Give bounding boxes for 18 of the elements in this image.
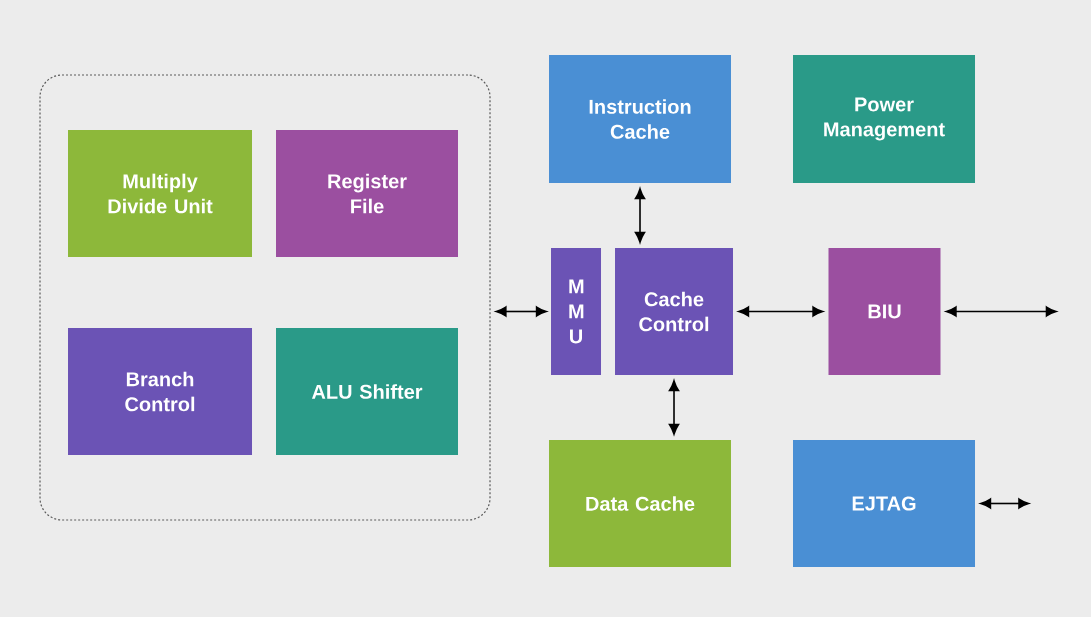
unit-box: Cache Control	[615, 248, 733, 375]
unit-box: Instruction Cache	[549, 55, 731, 183]
arrow	[634, 188, 646, 243]
unit-box: Multiply Divide Unit	[68, 130, 252, 257]
arrow	[945, 306, 1057, 317]
unit-box: EJTAG	[793, 440, 975, 567]
unit-box: M M U	[551, 248, 601, 375]
dashed-group-frame	[39, 74, 491, 521]
arrow	[980, 498, 1030, 509]
arrow	[495, 306, 547, 317]
unit-box: ALU Shifter	[276, 328, 458, 455]
unit-box: Data Cache	[549, 440, 731, 567]
arrow	[668, 380, 680, 435]
unit-box: Register File	[276, 130, 458, 257]
unit-box: BIU	[828, 248, 941, 375]
arrow	[738, 306, 824, 317]
unit-box: Power Management	[793, 55, 975, 183]
unit-box: Branch Control	[68, 328, 252, 455]
